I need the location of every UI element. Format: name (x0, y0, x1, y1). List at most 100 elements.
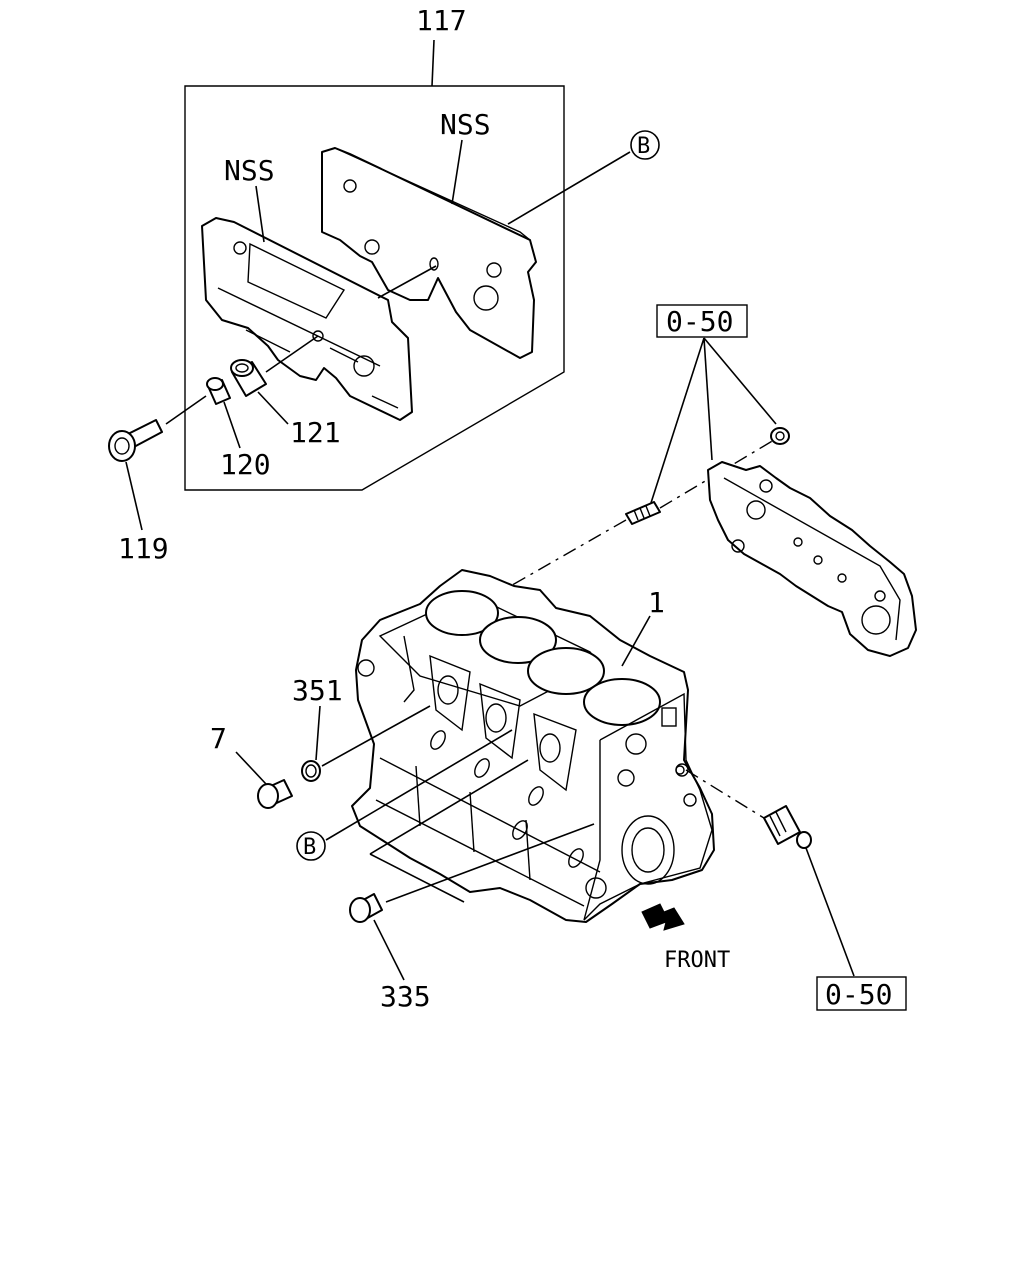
ref-b-bottom-leader-2 (369, 759, 529, 855)
rear-cover-hole (759, 479, 773, 493)
rear-cover-hole (837, 573, 847, 583)
part-7-leader (235, 751, 267, 785)
plate-slot (245, 329, 291, 353)
label-335: 335 (380, 980, 431, 1013)
rear-cover-hole (861, 605, 891, 635)
part-121-leader (257, 391, 289, 425)
plate-hole (343, 179, 357, 193)
label-ref-b-bottom: B (303, 835, 316, 860)
part-119-axis (165, 395, 207, 425)
box-050-bottom-leader (805, 847, 855, 977)
part-121-sleeve (230, 359, 267, 397)
box-050-top-leader-stud (649, 337, 705, 507)
label-1: 1 (648, 586, 665, 619)
rear-cover-group: 0-50 (499, 304, 917, 657)
plate-rear-nss (321, 147, 537, 359)
part-351-axis (321, 705, 431, 767)
label-ref-b-top: B (637, 134, 650, 159)
plate-rear-edge (334, 147, 531, 241)
kit-117-group: 117 NSS NSS B (108, 4, 660, 565)
rear-cover-hole (746, 500, 766, 520)
cylinder-bore-4 (583, 678, 661, 726)
ref-b-bottom-circle (296, 831, 326, 861)
part-335-plug (349, 893, 383, 923)
part-119-leader (125, 461, 143, 531)
plate-front-nss (201, 217, 413, 421)
block-front-edge (583, 740, 601, 921)
part-335-axis (385, 823, 595, 903)
kit-117-leader (431, 39, 435, 87)
ref-b-top-leader (507, 151, 631, 225)
block-pocket-hole (539, 733, 561, 763)
part-119-bolt (108, 419, 163, 462)
part-120-collar (206, 377, 231, 405)
block-front-port (661, 707, 677, 727)
box-050-top-leader-cover (703, 337, 713, 461)
rear-cover-hole (874, 590, 886, 602)
ref-b-bottom-leader-3 (369, 853, 465, 903)
box-050-bottom (816, 976, 907, 1011)
block-web (568, 848, 584, 868)
block-rib (415, 765, 421, 827)
pressure-switch (763, 805, 812, 849)
block-pocket-2 (479, 682, 521, 760)
label-nss-left: NSS (224, 154, 275, 187)
block-rib (469, 791, 475, 853)
block-web (430, 730, 446, 750)
label-nss-top: NSS (440, 108, 491, 141)
cylinder-bore-3 (527, 647, 605, 695)
plate-slot (371, 395, 399, 409)
plate-hole (312, 330, 324, 342)
block-pocket-0 (403, 635, 415, 703)
block-pocket-3 (533, 712, 577, 792)
plate-rib (217, 287, 381, 367)
rear-cover-hole (731, 539, 745, 553)
label-120: 120 (220, 448, 271, 481)
label-front: FRONT (664, 948, 730, 973)
ref-b-top-circle (630, 130, 660, 160)
block-front-hole (585, 877, 607, 899)
box-050-top (656, 304, 748, 338)
plate-hole (486, 262, 502, 278)
block-pocket-1 (429, 654, 471, 732)
rear-cover-inner (723, 477, 901, 641)
box-050-top-leader-nut (703, 337, 777, 425)
block-web (528, 786, 544, 806)
block-hole (357, 659, 375, 677)
label-7: 7 (210, 722, 227, 755)
plate-hole (429, 257, 439, 271)
block-front-hole (625, 733, 647, 755)
block-pocket-hole (437, 675, 459, 705)
label-050-bottom: 0-50 (825, 978, 892, 1011)
cylinder-bore-2 (479, 616, 557, 664)
block-web (512, 820, 528, 840)
plate-hole (233, 241, 247, 255)
cylinder-block: 1 (351, 569, 715, 923)
plate-window (247, 242, 346, 319)
plate-link-line (377, 265, 437, 299)
block-front-hole (617, 769, 635, 787)
plate-hole (364, 239, 380, 255)
label-117: 117 (416, 4, 467, 37)
rear-cover (707, 461, 917, 657)
part-121-axis (265, 335, 319, 373)
block-hole (675, 765, 685, 775)
block-front-bore (621, 815, 675, 885)
nss-left-leader (255, 185, 265, 243)
nut (770, 427, 790, 445)
label-050-top: 0-50 (666, 305, 733, 338)
part-1-leader (621, 615, 651, 667)
plate-hole (353, 355, 375, 377)
cylinder-bore-1 (425, 590, 499, 636)
block-front-bore-inner (631, 827, 665, 873)
part-120-leader (223, 401, 241, 449)
plate-hole (473, 285, 499, 311)
stud-to-block-axis (499, 519, 627, 593)
label-119: 119 (118, 532, 169, 565)
block-rib (375, 799, 585, 907)
part-351-leader (315, 705, 321, 761)
block-front-hole (683, 793, 697, 807)
label-121: 121 (290, 416, 341, 449)
block-front-face (583, 692, 713, 921)
